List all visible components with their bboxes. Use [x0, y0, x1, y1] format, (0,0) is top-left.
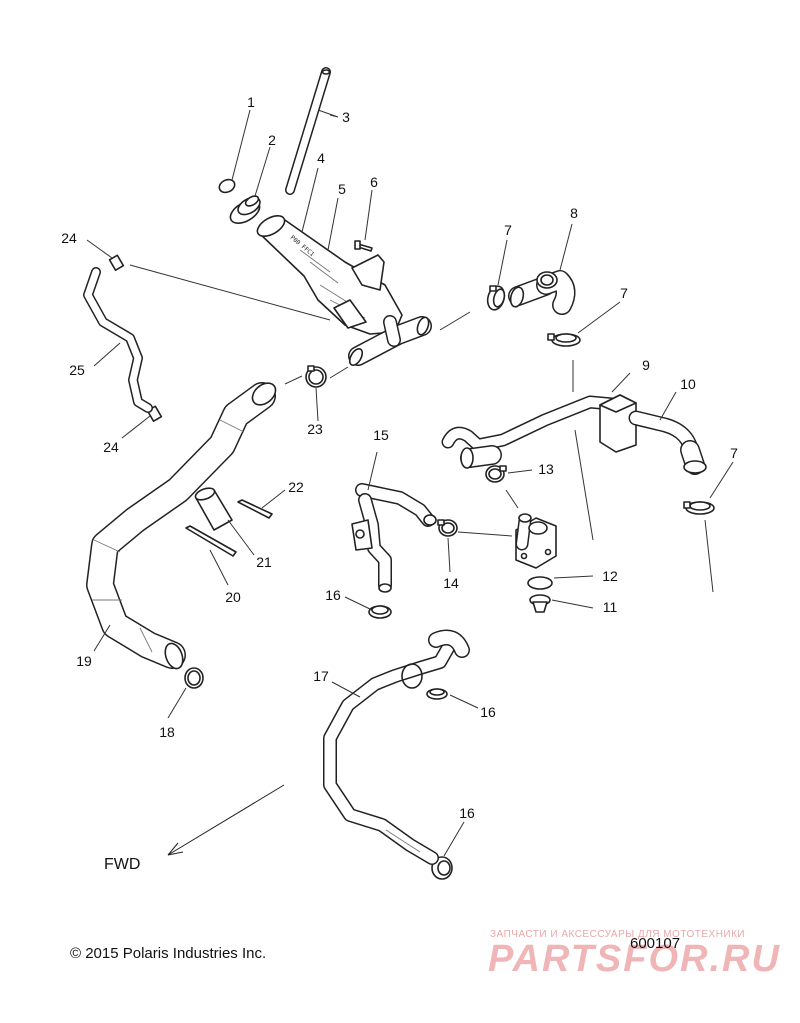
- callout-7c: 7: [730, 445, 738, 461]
- callout-3: 3: [342, 109, 350, 125]
- part-16-hose-clamp-b: [426, 688, 448, 700]
- callout-24b: 24: [103, 439, 119, 455]
- callout-5: 5: [338, 181, 346, 197]
- callout-18: 18: [159, 724, 175, 740]
- diagram-id: 600107: [630, 935, 681, 952]
- callout-1: 1: [247, 94, 255, 110]
- part-13-hose-clamp: [485, 465, 507, 483]
- part-1-o-ring: [218, 178, 236, 194]
- callout-9: 9: [642, 357, 650, 373]
- leader-lines: [86, 109, 734, 857]
- watermark-tagline: ЗАПЧАСТИ И АКСЕССУАРЫ ДЛЯ МОТОТЕХНИКИ: [490, 929, 746, 940]
- callout-25: 25: [69, 362, 85, 378]
- filler-junction-pipe: [348, 315, 432, 366]
- fwd-label: FWD: [104, 856, 141, 873]
- part-7-hose-clamp-b: [547, 333, 581, 347]
- part-8-elbow-hose: [508, 270, 576, 315]
- part-18-hose-clamp: [184, 667, 204, 689]
- part-3-vent-tube: [285, 67, 331, 195]
- callout-numbers: 1 2 3 4 5 6 7 8 7 9 10 7 13 15 22 21 14 …: [61, 94, 738, 821]
- part-19-lower-radiator-hose: [86, 382, 277, 670]
- callout-7a: 7: [504, 222, 512, 238]
- callout-8: 8: [570, 205, 578, 221]
- callout-2: 2: [268, 132, 276, 148]
- callout-16c: 16: [459, 805, 475, 821]
- part-11-thermostat: [529, 594, 551, 613]
- callout-7b: 7: [620, 285, 628, 301]
- part-16-hose-clamp-a: [368, 605, 392, 619]
- callout-19: 19: [76, 653, 92, 669]
- callout-11: 11: [603, 599, 618, 615]
- part-14-hose-clamp: [437, 519, 458, 537]
- part-9-10-radiator-hoses: [441, 394, 707, 475]
- callout-16b: 16: [480, 704, 496, 720]
- callout-23: 23: [307, 421, 323, 437]
- callout-22: 22: [288, 479, 304, 495]
- callout-21: 21: [256, 554, 272, 570]
- callout-17: 17: [313, 668, 329, 684]
- callout-24a: 24: [61, 230, 77, 246]
- callout-15: 15: [373, 427, 389, 443]
- fwd-arrow-icon: [167, 784, 285, 856]
- part-17-coolant-hose: [323, 629, 470, 865]
- part-12-gasket: [527, 576, 553, 590]
- thermostat-housing: [515, 513, 557, 569]
- watermark-logo: PARTSFOR.RU: [488, 938, 781, 980]
- callout-13: 13: [538, 461, 554, 477]
- callout-14: 14: [443, 575, 459, 591]
- part-7-hose-clamp-a: [486, 285, 506, 311]
- callout-10: 10: [680, 376, 696, 392]
- copyright-notice: © 2015 Polaris Industries Inc.: [70, 945, 267, 962]
- callout-16a: 16: [325, 587, 341, 603]
- part-23-hose-clamp: [305, 365, 327, 388]
- callout-4: 4: [317, 150, 325, 166]
- callout-20: 20: [225, 589, 241, 605]
- part-21-retainer: [194, 487, 233, 531]
- part-25-overflow-hose: [83, 267, 153, 413]
- part-22-cable-tie: [237, 499, 273, 519]
- part-15-hose-assembly: [351, 483, 437, 593]
- part-20-cable-tie: [185, 525, 237, 557]
- callout-12: 12: [602, 568, 618, 584]
- part-4-5-filler-neck: P00 FFC1: [256, 214, 403, 335]
- part-2-radiator-cap: [229, 195, 261, 224]
- part-7-hose-clamp-c: [683, 501, 715, 515]
- part-24-fitting-a: [108, 254, 125, 271]
- part-6-bolt: [354, 240, 373, 252]
- callout-6: 6: [370, 174, 378, 190]
